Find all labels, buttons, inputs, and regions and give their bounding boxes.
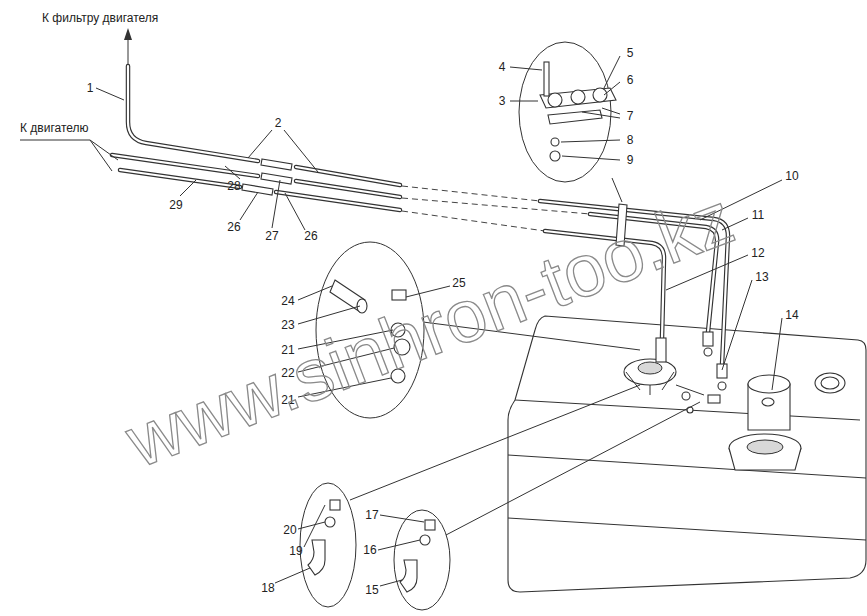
detail-clamp: [519, 42, 622, 202]
detail-elbow-b: [394, 402, 700, 610]
callout-number: 24: [281, 295, 294, 307]
callout-number: 27: [265, 230, 278, 242]
callout-number: 9: [627, 154, 634, 166]
callout-number: 17: [365, 509, 378, 521]
callout-number: 19: [289, 545, 302, 557]
callout-number: 18: [261, 582, 274, 594]
callout-number: 16: [363, 544, 376, 556]
destination-note: К двигателю: [20, 122, 89, 134]
callout-number: 10: [785, 170, 798, 182]
callout-number: 14: [785, 309, 798, 321]
callout-number: 3: [499, 95, 506, 107]
callout-number: 23: [281, 319, 294, 331]
detail-elbow-a: [300, 385, 640, 607]
callout-number: 28: [227, 180, 240, 192]
callout-number: 12: [751, 247, 764, 259]
callout-number: 5: [627, 47, 634, 59]
callout-number: 26: [227, 221, 240, 233]
leader-lines: [20, 56, 782, 586]
callout-number: 15: [365, 584, 378, 596]
filler-cap: [815, 373, 845, 393]
fuel-tank: [508, 316, 866, 592]
callout-number: 4: [499, 61, 506, 73]
callout-number: 26: [304, 230, 317, 242]
callout-number: 13: [755, 271, 768, 283]
callout-number: 6: [627, 74, 634, 86]
destination-note: К фильтру двигателя: [42, 12, 158, 24]
fuel-filter: [729, 375, 801, 470]
callout-number: 2: [275, 117, 282, 129]
callout-number: 11: [752, 209, 764, 221]
callout-number: 20: [283, 524, 296, 536]
pump-unit: [624, 332, 727, 413]
callout-number: 7: [627, 110, 634, 122]
callout-number: 1: [87, 82, 94, 94]
callout-number: 8: [627, 134, 634, 146]
callout-number: 29: [169, 199, 182, 211]
